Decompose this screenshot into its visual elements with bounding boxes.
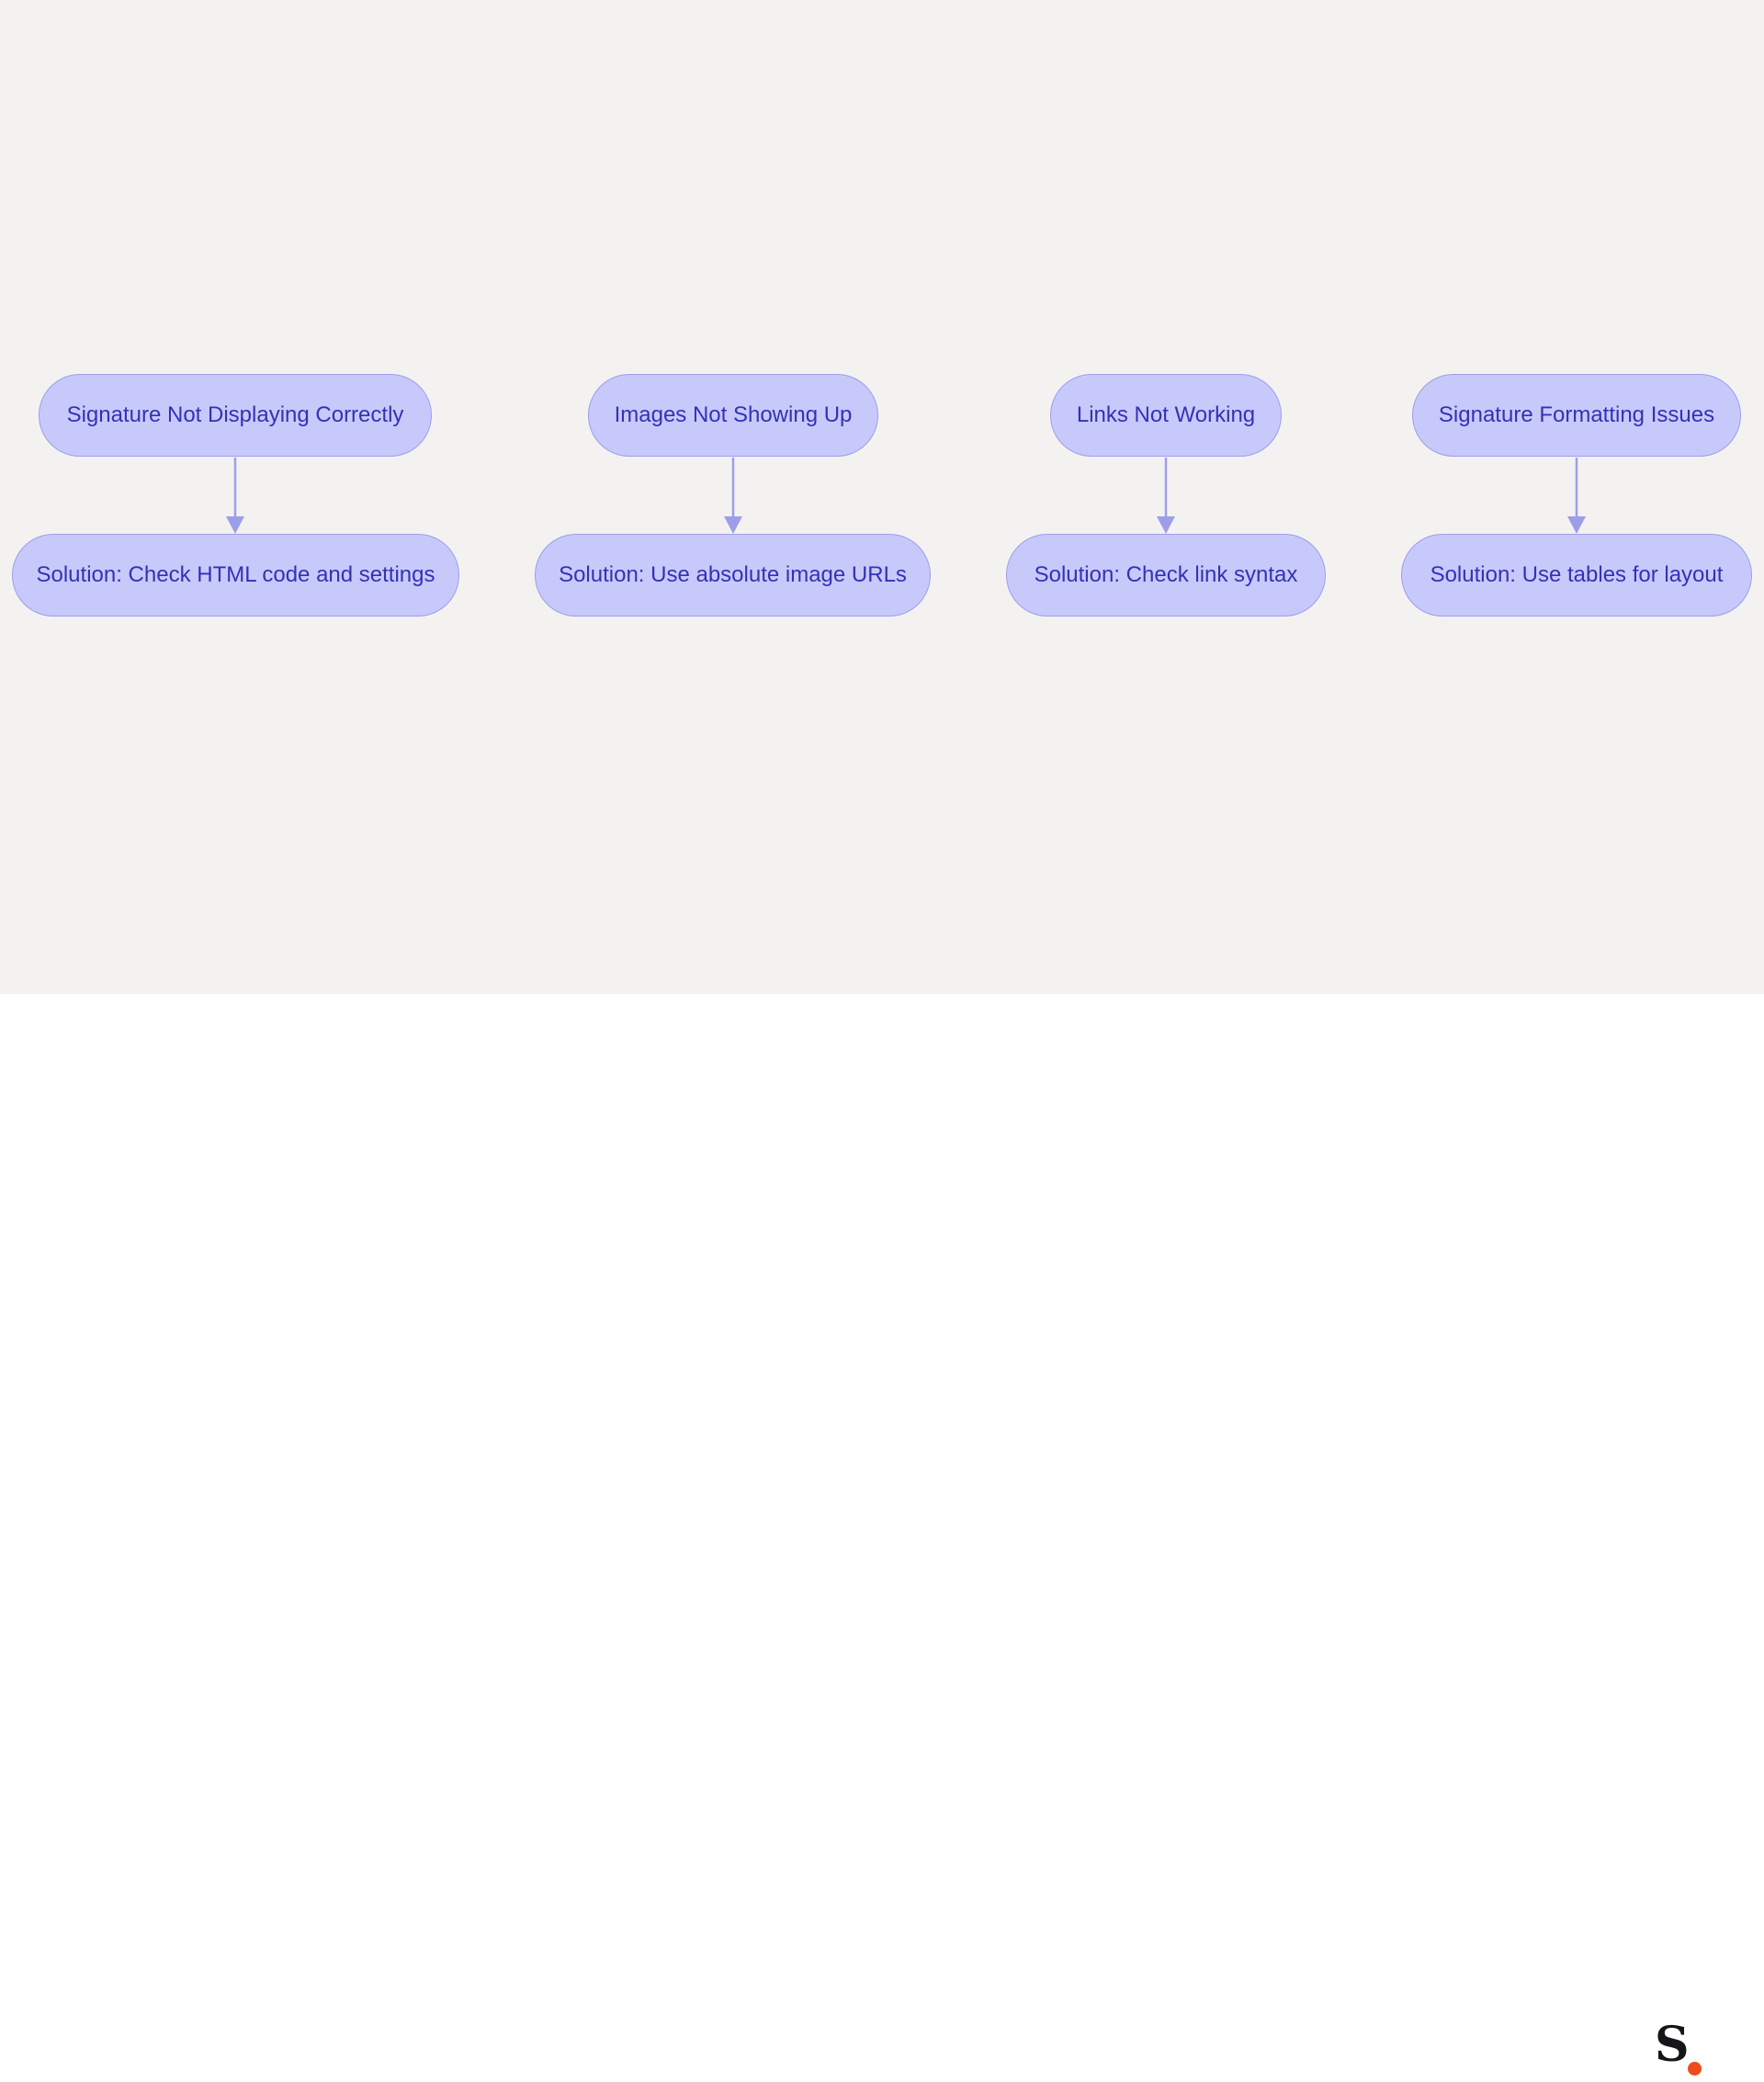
problem-label: Links Not Working	[1076, 402, 1256, 427]
edge-problem-2-to-solution-2	[724, 458, 742, 534]
problem-label: Signature Not Displaying Correctly	[66, 402, 404, 427]
diagram-canvas: Signature Not Displaying Correctly Solut…	[0, 0, 1764, 994]
logo-dot	[1688, 2062, 1702, 2076]
solution-node-check-html: Solution: Check HTML code and settings	[12, 534, 459, 617]
brand-logo-icon: S	[1655, 2021, 1706, 2082]
edge-problem-1-to-solution-1	[226, 458, 244, 534]
logo-letter: S	[1655, 2017, 1690, 2073]
problem-node-signature-display: Signature Not Displaying Correctly	[39, 374, 432, 457]
problem-node-images: Images Not Showing Up	[588, 374, 878, 457]
edge-problem-4-to-solution-4	[1567, 458, 1586, 534]
solution-label: Solution: Use absolute image URLs	[559, 562, 907, 587]
solution-node-absolute-urls: Solution: Use absolute image URLs	[535, 534, 931, 617]
solution-label: Solution: Check link syntax	[1034, 562, 1298, 587]
solution-label: Solution: Use tables for layout	[1430, 562, 1724, 587]
solution-node-tables-layout: Solution: Use tables for layout	[1401, 534, 1752, 617]
problem-label: Images Not Showing Up	[614, 402, 853, 427]
diagram-edges	[226, 458, 1586, 534]
solution-node-link-syntax: Solution: Check link syntax	[1006, 534, 1326, 617]
edge-problem-3-to-solution-3	[1157, 458, 1175, 534]
problem-node-formatting: Signature Formatting Issues	[1412, 374, 1741, 457]
problem-label: Signature Formatting Issues	[1438, 402, 1715, 427]
solution-label: Solution: Check HTML code and settings	[36, 562, 435, 587]
footer-bar: S	[0, 994, 1764, 2076]
problem-node-links: Links Not Working	[1050, 374, 1282, 457]
